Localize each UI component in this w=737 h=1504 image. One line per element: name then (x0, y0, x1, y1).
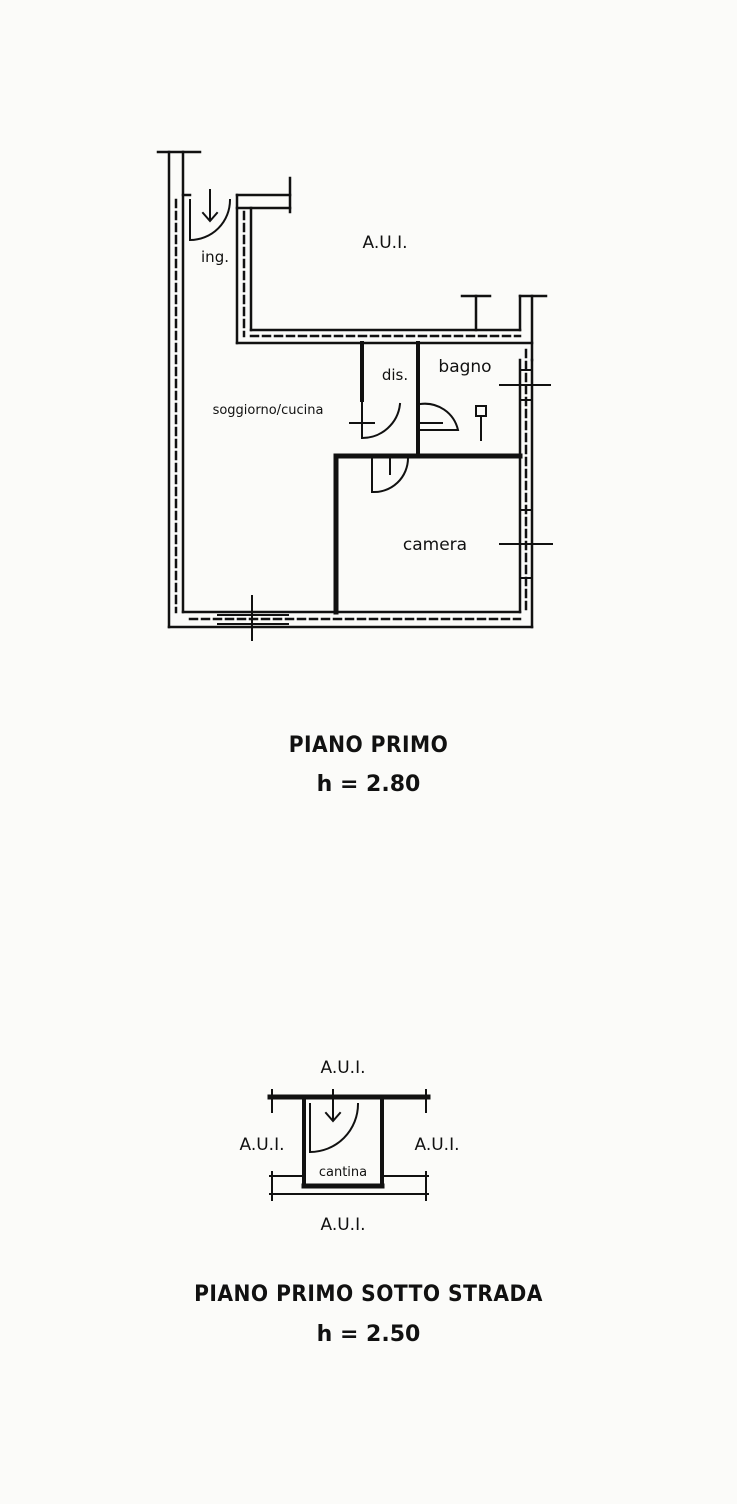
corridor-walls (181, 176, 548, 362)
label-aui: A.U.I. (363, 233, 408, 253)
label-bagno: bagno (438, 357, 491, 377)
wc-fixture (475, 405, 487, 441)
outer-walls (156, 150, 534, 629)
title-piano-primo-sotto-strada: PIANO PRIMO SOTTO STRADA (194, 1282, 543, 1307)
height-piano-primo: h = 2.80 (316, 772, 421, 797)
plan-piano-primo (156, 150, 553, 641)
label-cantina-aui-bottom: A.U.I. (321, 1215, 366, 1235)
label-cantina-aui-left: A.U.I. (240, 1135, 285, 1155)
cantina-door (309, 1089, 360, 1154)
label-camera: camera (403, 535, 467, 555)
label-dis: dis. (382, 366, 408, 384)
label-ingresso: ing. (201, 248, 229, 266)
label-cantina-aui-top: A.U.I. (321, 1058, 366, 1078)
label-cantina: cantina (319, 1165, 367, 1180)
label-soggiorno-cucina: soggiorno/cucina (213, 403, 324, 418)
label-cantina-aui-right: A.U.I. (415, 1135, 460, 1155)
interior-walls (333, 341, 523, 615)
height-piano-primo-sotto-strada: h = 2.50 (316, 1322, 421, 1347)
windows (217, 369, 553, 641)
insulation-dashes (174, 198, 528, 621)
doors (189, 189, 460, 494)
title-piano-primo: PIANO PRIMO (288, 733, 449, 758)
cantina-walls (267, 1089, 431, 1201)
plan-piano-sotto-strada (267, 1089, 431, 1201)
